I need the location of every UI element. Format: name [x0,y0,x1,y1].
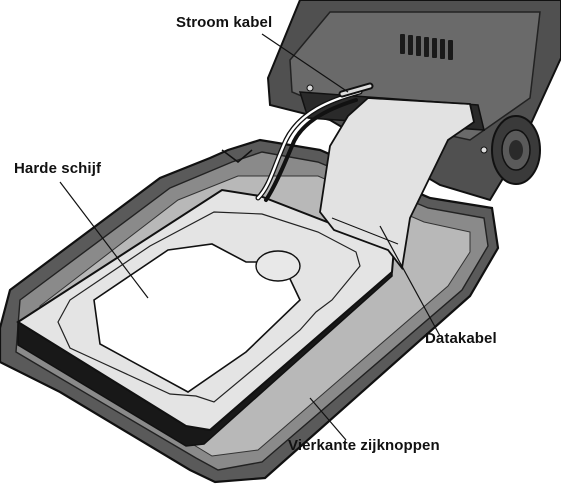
leader-harde-schijf [59,181,149,299]
label-hard-drive: Harde schijf [14,160,102,177]
power-cable [255,82,374,202]
label-data-cable: Datakabel [425,330,497,347]
leader-lines [59,33,441,441]
leader-stroom-kabel [261,33,349,93]
data-ribbon-cable [319,97,476,271]
label-power-cable: Stroom kabel [176,14,273,31]
hinge-knob [491,115,541,185]
hard-drive [16,188,396,447]
leader-vierkante-zijknoppen [309,397,347,441]
vent-slots [400,34,453,60]
label-square-side-buttons: Vierkante zijknoppen [288,437,440,454]
leader-datakabel [379,225,441,337]
